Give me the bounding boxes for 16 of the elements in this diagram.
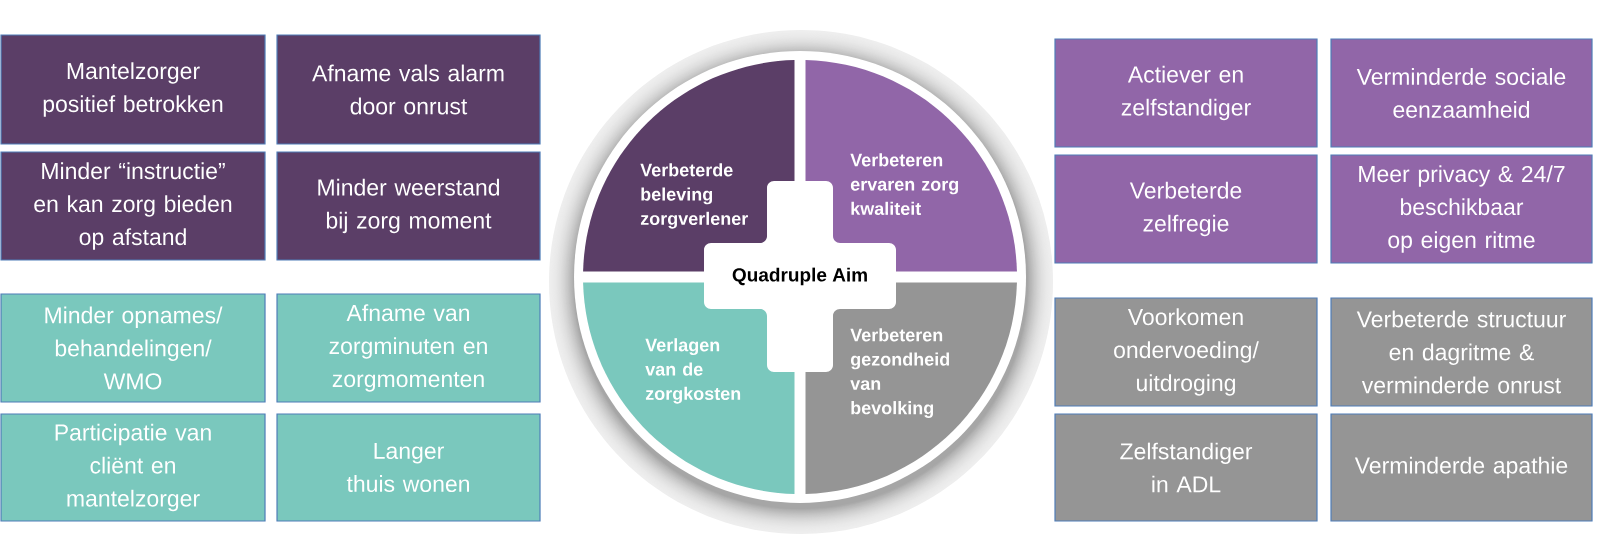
- outcome-box: Zelfstandiger in ADL: [1054, 413, 1318, 522]
- outcome-box: Verminderde apathie: [1330, 413, 1593, 522]
- outcome-box: Verbeterde structuur en dagritme & verminderde onrust: [1330, 297, 1593, 407]
- outcome-box: Actiever en zelfstandiger: [1054, 38, 1318, 148]
- outcome-box: Afname van zorgminuten en zorgmomenten: [276, 293, 541, 403]
- outcome-box: Minder “instructie” en kan zorg bieden op afstand: [0, 151, 266, 261]
- outcome-box: Participatie van cliënt en mantelzorger: [0, 413, 266, 522]
- outcome-box: Mantelzorger positief betrokken: [0, 34, 266, 145]
- outcome-box: Verminderde sociale eenzaamheid: [1330, 38, 1593, 148]
- outcome-box: Langer thuis wonen: [276, 413, 541, 522]
- outcome-box: Afname vals alarm door onrust: [276, 34, 541, 145]
- outcome-box: Voorkomen ondervoeding/ uitdroging: [1054, 297, 1318, 407]
- outcome-box: Minder weerstand bij zorg moment: [276, 151, 541, 261]
- outcome-box: Verbeterde zelfregie: [1054, 154, 1318, 264]
- outcome-box: Minder opnames/ behandelingen/ WMO: [0, 293, 266, 403]
- outcome-box: Meer privacy & 24/7 beschikbaar op eigen ritme: [1330, 154, 1593, 264]
